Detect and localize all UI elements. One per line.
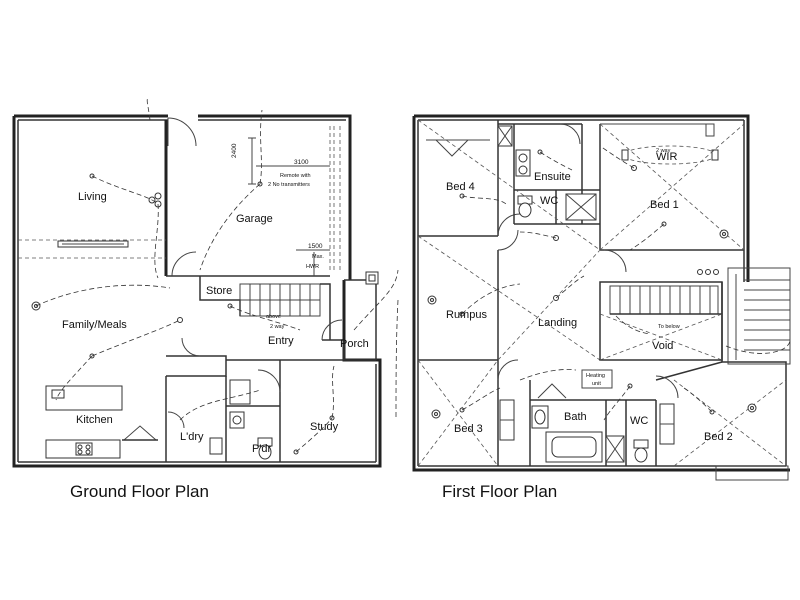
dimension-2400: 2400 [231,143,238,158]
remote-note-line1: Remote with [280,173,311,179]
dimension-1500: 1500 [308,243,323,250]
two-way-note-first: 2 way [656,148,671,154]
room-label-store: Store [206,285,232,297]
garage-internal-door-swing [171,251,197,277]
entry-door-swing [321,319,343,341]
first-floor-caption: First Floor Plan [442,482,558,501]
above-note: above [266,314,281,320]
ensuite-toilet [518,202,532,218]
room-label-kitchen: Kitchen [76,414,113,426]
laundry-tub [209,437,223,455]
first-floor-outer-walls [412,114,790,472]
entry-wall [322,339,345,360]
room-label-living: Living [78,191,107,203]
first-floor-stairs-void [599,281,723,361]
study-door-swing [257,369,281,393]
room-label-bath: Bath [564,411,587,423]
first-stairs [609,285,719,315]
remote-note-line2: 2 No transmitters [268,182,310,188]
ground-floor-outer-walls [12,114,382,468]
room-label-porch: Porch [340,338,369,350]
bed4-door-swing [497,213,521,237]
room-label-landing: Landing [538,317,577,329]
ground-light-points [31,173,335,455]
garage-dimensions [248,137,330,276]
front-door-swing [167,117,197,147]
pantry-door [123,425,157,441]
room-label-wir: WIR [656,151,677,163]
first-floor-plan: Bed 4 Ensuite WC WIR Bed 1 Rumpus Landin… [412,114,791,481]
service-rooms [165,337,376,462]
wc-cistern [633,439,649,449]
bed1-walls [599,123,744,273]
room-label-bed3: Bed 3 [454,423,483,435]
powder-toilet [258,444,272,460]
ground-floor-plan: Living Garage Family/Meals Store Entry P… [12,97,399,468]
to-below-note: To below [658,324,680,330]
laundry-cupboard [229,379,251,405]
rumpus-walls [417,119,745,361]
room-label-rumpus: Rumpus [446,309,487,321]
meter-box-inner [368,274,376,282]
bed2-balcony-ledge [715,465,789,481]
ensuite-walls [497,123,600,225]
room-label-garage: Garage [236,213,273,225]
room-label-void: Void [652,340,673,352]
bed2-door-swing [655,375,679,399]
room-label-family-meals: Family/Meals [62,319,127,331]
room-label-bed2: Bed 2 [704,431,733,443]
garage-walls [164,120,341,277]
balcony [727,267,791,365]
room-label-bed4: Bed 4 [446,181,475,193]
room-label-wc-upper: WC [540,195,558,207]
room-label-entry: Entry [268,335,294,347]
store-and-stairs [199,276,331,340]
hwr-note: HWR [306,264,319,270]
dimension-3100: 3100 [294,159,309,166]
kitchen-fittings [45,385,158,459]
ground-floor-caption: Ground Floor Plan [70,482,209,501]
heating-unit-note-line1: Heating [586,373,605,379]
room-label-laundry: L'dry [180,431,204,443]
bed4-robe [435,139,469,157]
wc-toilet [634,447,648,463]
max-note: Max. [312,254,324,260]
room-label-ensuite: Ensuite [534,171,571,183]
two-way-note: 2 way [270,324,285,330]
heating-unit-note-line2: unit [592,381,601,387]
room-label-wc-lower: WC [630,415,648,427]
laundry-door-swing [181,337,201,357]
room-label-study: Study [310,421,339,433]
kitchen-sink [51,389,65,399]
room-label-powder: P'dr [252,443,272,455]
heating-unit-box [581,369,613,389]
kitchen-door-swing [167,411,185,429]
powder-basin [232,415,242,425]
rumpus-door-swing [497,229,519,251]
bed3-door-swing [497,359,519,381]
ensuite-door-swing [559,123,581,145]
bed1-door-swing [603,249,627,273]
first-wiring [461,145,791,421]
room-label-bed1: Bed 1 [650,199,679,211]
ground-wiring [35,97,399,453]
linen-cupboard [537,383,567,399]
